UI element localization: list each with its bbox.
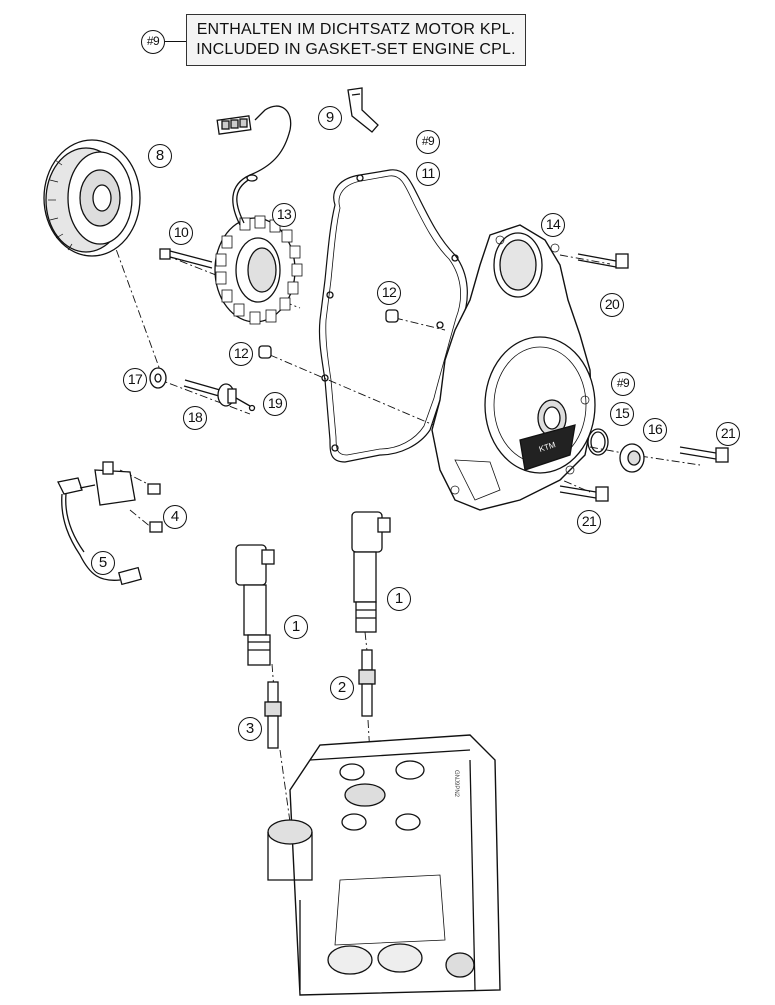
callout-1-left: 1 [284, 615, 308, 639]
shaft-18 [183, 379, 237, 407]
callout-1-right: 1 [387, 587, 411, 611]
callout-9: 9 [318, 106, 342, 130]
note-tag-callout: #9 [141, 30, 165, 54]
callout-tag-9-gasket: #9 [416, 130, 440, 154]
callout-4: 4 [163, 505, 187, 529]
gasket-set-note: ENTHALTEN IM DICHTSATZ MOTOR KPL. INCLUD… [186, 14, 526, 66]
callout-14: 14 [541, 213, 565, 237]
bolt-20 [577, 253, 629, 269]
clip-9 [347, 87, 379, 133]
dowel-pins [258, 309, 399, 359]
washer-17 [149, 367, 167, 389]
pickup-sensor [57, 461, 163, 586]
ignition-cover: KTM [431, 224, 596, 511]
note-leader [165, 41, 187, 42]
callout-17: 17 [123, 368, 147, 392]
callout-15: 15 [610, 402, 634, 426]
callout-13: 13 [272, 203, 296, 227]
bolt-10 [159, 248, 213, 269]
spark-plug-3 [264, 681, 282, 749]
ignition-coil-right [351, 511, 391, 633]
callout-tag-9-oring: #9 [611, 372, 635, 396]
callout-20: 20 [600, 293, 624, 317]
stator [214, 105, 303, 325]
cylinder-head: GNJ9PN2 [267, 734, 501, 996]
callout-21-right: 21 [716, 422, 740, 446]
callout-5: 5 [91, 551, 115, 575]
note-line-english: INCLUDED IN GASKET-SET ENGINE CPL. [196, 41, 516, 58]
callout-12-lower: 12 [229, 342, 253, 366]
note-line-german: ENTHALTEN IM DICHTSATZ MOTOR KPL. [196, 21, 516, 38]
callout-18: 18 [183, 406, 207, 430]
svg-text:GNJ9PN2: GNJ9PN2 [453, 770, 459, 798]
callout-3: 3 [238, 717, 262, 741]
callout-19: 19 [263, 392, 287, 416]
rotor-flywheel [43, 139, 141, 257]
bolts-21 [559, 446, 729, 502]
callout-12-upper: 12 [377, 281, 401, 305]
callout-21-lower: 21 [577, 510, 601, 534]
callout-8: 8 [148, 144, 172, 168]
plug-16 [619, 443, 645, 473]
callout-2: 2 [330, 676, 354, 700]
callout-16: 16 [643, 418, 667, 442]
callout-11: 11 [416, 162, 440, 186]
screw-19 [235, 397, 256, 412]
ignition-coil-left [235, 544, 275, 666]
o-ring-15 [587, 428, 609, 456]
callout-10: 10 [169, 221, 193, 245]
spark-plug-2 [358, 649, 376, 717]
